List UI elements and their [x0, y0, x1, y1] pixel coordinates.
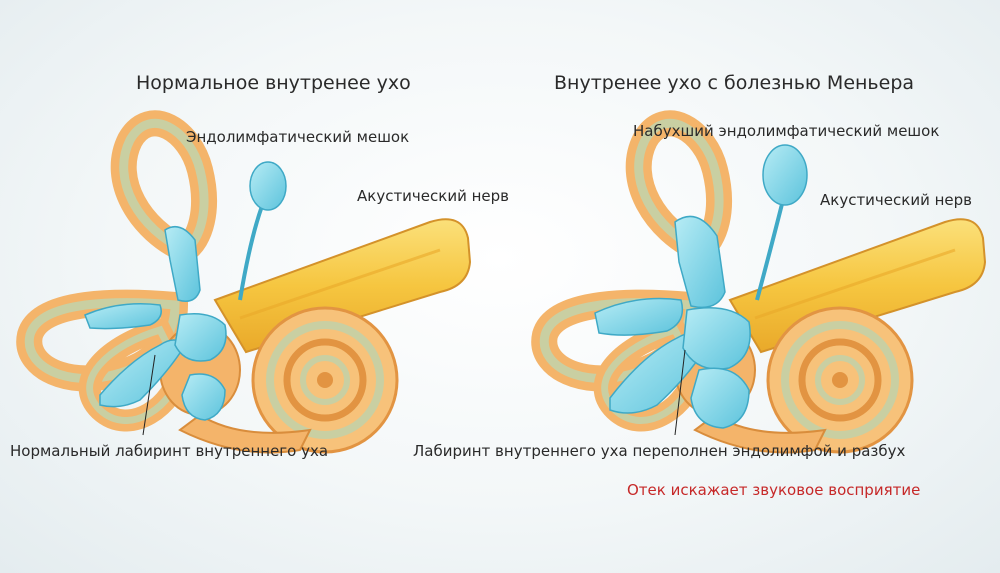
meniere-nerve-label: Акустический нерв — [820, 191, 972, 209]
normal-sac-label: Эндолимфатический мешок — [186, 128, 410, 146]
normal-labyrinth-label: Нормальный лабиринт внутреннего уха — [10, 442, 329, 460]
normal-ear-drawing — [29, 123, 470, 452]
normal-ear-title: Нормальное внутренее ухо — [136, 72, 411, 94]
normal-endolymphatic-sac — [238, 161, 287, 301]
meniere-labyrinth-pointer — [674, 349, 686, 436]
distortion-warning-text: Отек искажает звуковое восприятие — [627, 481, 921, 499]
meniere-ear-drawing — [544, 123, 985, 452]
normal-nerve-label: Акустический нерв — [357, 187, 509, 205]
swollen-endolymphatic-sac — [755, 144, 808, 301]
swollen-sac-label: Набухший эндолимфатический мешок — [633, 122, 940, 140]
swollen-labyrinth-label: Лабиринт внутреннего уха переполнен эндо… — [413, 442, 906, 460]
meniere-ear-title: Внутренее ухо с болезнью Меньера — [554, 72, 915, 94]
normal-labyrinth-pointer — [142, 354, 156, 436]
normal-endolymph-labyrinth — [84, 225, 227, 421]
